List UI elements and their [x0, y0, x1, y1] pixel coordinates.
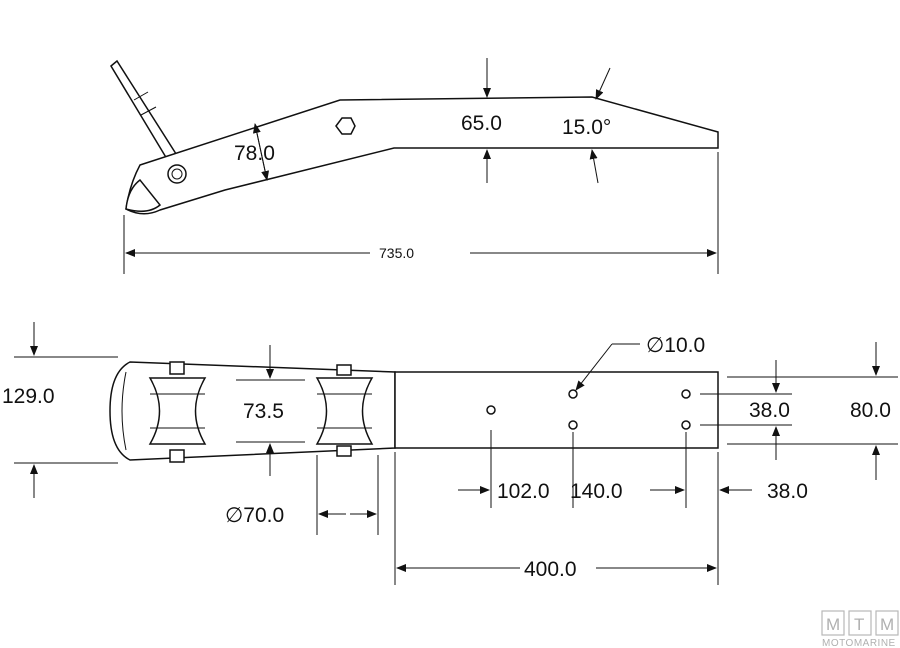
dim-bar-width-label: 80.0	[850, 399, 891, 422]
logo-letter-3: M	[880, 615, 894, 634]
bolt-hole	[486, 405, 496, 415]
dim-row-spacing-label: 38.0	[749, 399, 790, 422]
dim-129-label: 129.0	[2, 385, 55, 408]
rear-roller	[315, 364, 374, 457]
pivot-hole	[167, 164, 187, 184]
side-body	[125, 96, 719, 215]
logo-wordmark: MOTOMARINE	[822, 638, 896, 648]
dim-65-label: 65.0	[461, 112, 502, 135]
bolt-hole	[568, 389, 578, 399]
logo-letter-1: M	[826, 615, 840, 634]
dim-roller-diameter-label: ∅70.0	[225, 504, 284, 527]
top-view: 129.0 73.5 ∅70.0 ∅10.0 102.0 140.0 38.0	[2, 322, 898, 585]
dim-735-label: 735.0	[379, 245, 414, 261]
dim-15-angle-label: 15.0°	[562, 116, 611, 139]
logo-letter-2: T	[854, 615, 864, 634]
bolt-hole	[568, 420, 578, 430]
bolt-hole	[681, 420, 691, 430]
flat-bar	[394, 371, 719, 449]
dim-140-label: 140.0	[570, 480, 623, 503]
front-roller	[148, 361, 207, 463]
dim-102-label: 102.0	[497, 480, 550, 503]
nose-roller	[125, 178, 162, 212]
dim-rear-offset-label: 38.0	[767, 480, 808, 503]
side-view: 78.0 65.0 15.0° 735.0	[110, 58, 719, 274]
dim-73-5-label: 73.5	[243, 400, 284, 423]
bolt-hole	[681, 389, 691, 399]
dim-78-label: 78.0	[234, 142, 275, 165]
dim-hole-diameter-label: ∅10.0	[646, 334, 705, 357]
motomarine-logo: M T M MOTOMARINE	[821, 610, 899, 648]
hex-bolt-icon	[335, 117, 356, 135]
dim-bar-length-label: 400.0	[524, 558, 577, 581]
